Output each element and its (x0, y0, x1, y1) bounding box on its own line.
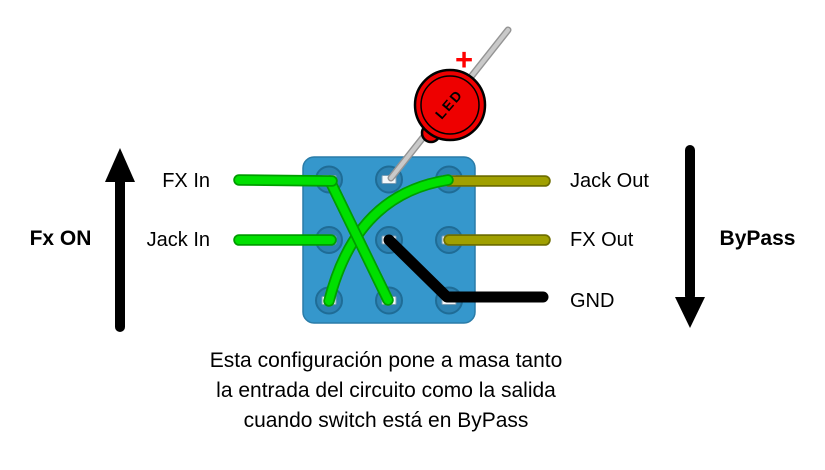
fx-out-label: FX Out (570, 229, 634, 251)
led-body (413, 68, 487, 142)
jack-out-label: Jack Out (570, 170, 649, 192)
fx-on-arrow-icon (105, 148, 135, 332)
green-wire-diagonal (324, 175, 394, 306)
fx-in-label: FX In (162, 170, 210, 192)
fx-in-wire (233, 174, 338, 187)
green-wire-curve (323, 174, 454, 307)
caption-line: cuando switch está en ByPass (243, 409, 529, 432)
jack-in-label: Jack In (146, 229, 210, 251)
caption: Esta configuración pone a masa tanto la … (66, 346, 706, 436)
fx-on-label: Fx ON (29, 227, 92, 250)
gnd-label: GND (570, 290, 615, 312)
caption-line: la entrada del circuito como la salida (216, 379, 556, 402)
bypass-arrow-icon (675, 145, 705, 328)
led-inner-ring (420, 75, 480, 135)
led (413, 68, 487, 144)
bypass-label: ByPass (719, 227, 796, 250)
gnd-wire (383, 234, 549, 303)
led-polarity-plus: + (454, 42, 474, 77)
caption-line: Esta configuración pone a masa tanto (209, 349, 563, 372)
